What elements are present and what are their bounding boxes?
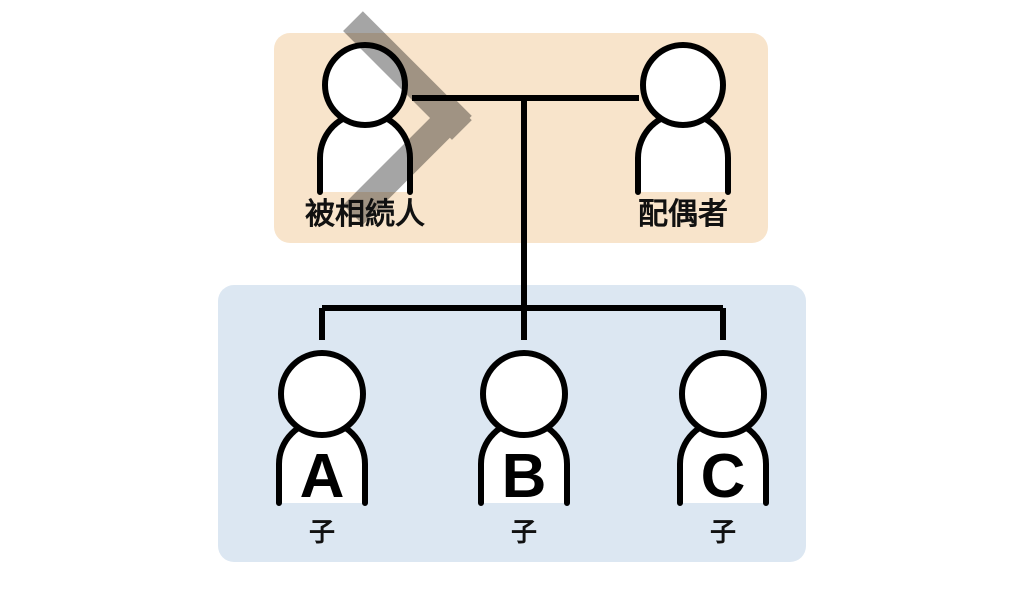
- spouse-role-label: 配偶者: [638, 198, 728, 231]
- deceased-cross-icon: [343, 11, 472, 225]
- child-c-head: [679, 350, 767, 438]
- child-b-role-label: 子: [511, 517, 537, 547]
- decedent-head: [322, 42, 408, 128]
- node-spouse[interactable]: 配偶者: [635, 42, 731, 231]
- spouse-head: [640, 42, 726, 128]
- decedent-role-label: 被相続人: [305, 198, 425, 231]
- node-decedent[interactable]: 被相続人: [305, 11, 472, 231]
- child-b-badge: B: [502, 442, 547, 511]
- child-c-badge: C: [701, 442, 746, 511]
- child-a-role-label: 子: [309, 517, 335, 547]
- node-child-a[interactable]: A 子: [276, 350, 368, 547]
- child-a-head: [278, 350, 366, 438]
- node-child-b[interactable]: B 子: [478, 350, 570, 547]
- child-b-head: [480, 350, 568, 438]
- child-a-badge: A: [300, 442, 345, 511]
- node-child-c[interactable]: C 子: [677, 350, 769, 547]
- child-c-role-label: 子: [710, 517, 736, 547]
